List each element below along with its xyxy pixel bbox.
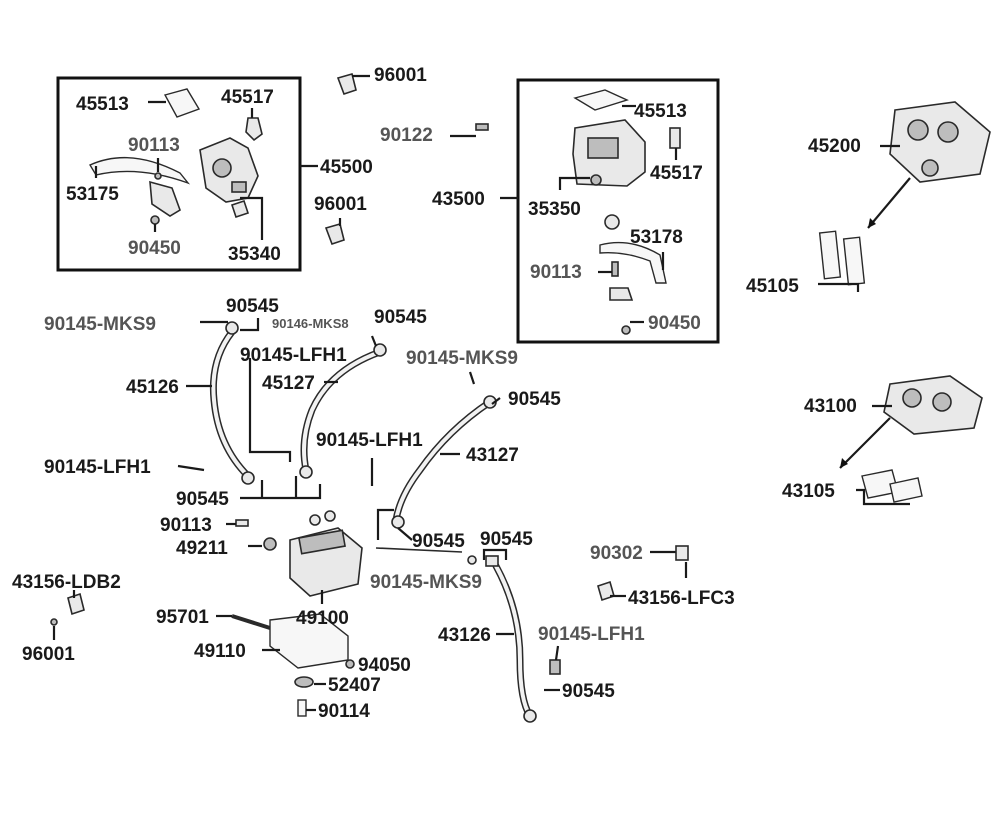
clamp-part bbox=[245, 117, 263, 142]
label-90545-f: 90545 bbox=[480, 529, 533, 550]
bolt-96001-top bbox=[336, 73, 370, 96]
reservoir-cap-part bbox=[573, 89, 629, 111]
label-90145-lfh1-c: 90145-LFH1 bbox=[44, 457, 151, 478]
bolt-90113-abs bbox=[226, 519, 249, 527]
nut-94050 bbox=[345, 659, 355, 669]
front-master-cylinder-assembly bbox=[56, 76, 318, 272]
part-number-labels: 45513 45517 90113 53175 90450 35340 4550… bbox=[12, 65, 861, 722]
brake-hoses bbox=[209, 321, 561, 723]
label-45127: 45127 bbox=[262, 373, 315, 394]
bolt-90122 bbox=[450, 123, 489, 138]
label-95701: 95701 bbox=[156, 607, 209, 628]
label-90114: 90114 bbox=[318, 701, 370, 722]
label-96001-middle: 96001 bbox=[314, 194, 367, 215]
label-43100: 43100 bbox=[804, 396, 857, 417]
label-90450-right: 90450 bbox=[648, 313, 701, 334]
lever-pivot bbox=[149, 180, 181, 217]
pivot-bolt bbox=[611, 261, 619, 277]
label-35340: 35340 bbox=[228, 244, 281, 265]
label-90145-mks9-b: 90145-MKS9 bbox=[406, 348, 518, 369]
label-96001-left: 96001 bbox=[22, 644, 75, 665]
hose-leaders bbox=[50, 318, 689, 692]
clamp-43156-lfc3 bbox=[597, 580, 615, 602]
bolt-96001-left bbox=[50, 618, 58, 626]
brake-switch bbox=[230, 199, 250, 219]
label-90545-b: 90545 bbox=[374, 307, 427, 328]
assembly-box-45500 bbox=[56, 76, 302, 272]
label-45513-left: 45513 bbox=[76, 94, 129, 115]
cylinder-fitting bbox=[231, 181, 247, 193]
clamp-part bbox=[669, 127, 681, 149]
clamp-43156-ldb2 bbox=[67, 592, 85, 616]
label-45105: 45105 bbox=[746, 276, 799, 297]
pivot-nut bbox=[150, 215, 160, 225]
grommet-52407 bbox=[294, 676, 326, 688]
label-90146-mks8: 90146-MKS8 bbox=[272, 316, 349, 331]
label-96001-top: 96001 bbox=[374, 65, 427, 86]
hose-45127 bbox=[300, 348, 384, 474]
label-49211: 49211 bbox=[176, 538, 228, 559]
bolt-96001-middle bbox=[324, 218, 345, 246]
label-90145-mks9-a: 90145-MKS9 bbox=[44, 314, 156, 335]
lever-mount bbox=[609, 287, 634, 301]
cylinder-port bbox=[212, 158, 232, 178]
label-43156-ldb2: 43156-LDB2 bbox=[12, 572, 121, 593]
label-45126: 45126 bbox=[126, 377, 179, 398]
label-52407: 52407 bbox=[328, 675, 381, 696]
label-45517-right: 45517 bbox=[650, 163, 703, 184]
label-43105: 43105 bbox=[782, 481, 835, 502]
label-45517-left: 45517 bbox=[221, 87, 274, 108]
collar-90114 bbox=[297, 699, 316, 717]
label-90145-mks9-c: 90145-MKS9 bbox=[370, 572, 482, 593]
label-49110: 49110 bbox=[194, 641, 246, 662]
label-43127: 43127 bbox=[466, 445, 519, 466]
front-brake-pads-45105 bbox=[818, 230, 866, 292]
brake-lever bbox=[88, 156, 191, 185]
label-43500: 43500 bbox=[432, 189, 485, 210]
rear-brake-pads-43105 bbox=[856, 469, 923, 506]
caliper-body bbox=[889, 101, 991, 183]
label-90545-a: 90545 bbox=[226, 296, 279, 317]
label-53175: 53175 bbox=[66, 184, 119, 205]
washer-49211 bbox=[248, 537, 277, 551]
hose-43126 bbox=[492, 562, 534, 720]
bolt-95701 bbox=[216, 614, 271, 630]
label-90145-lfh1-b: 90145-LFH1 bbox=[316, 430, 423, 451]
label-35350: 35350 bbox=[528, 199, 581, 220]
label-43126: 43126 bbox=[438, 625, 491, 646]
label-90145-lfh1-d: 90145-LFH1 bbox=[538, 624, 645, 645]
reservoir-window bbox=[587, 137, 619, 159]
label-90113-abs: 90113 bbox=[160, 515, 212, 536]
label-53178: 53178 bbox=[630, 227, 683, 248]
label-90302: 90302 bbox=[590, 543, 643, 564]
label-90545-e: 90545 bbox=[412, 531, 465, 552]
abs-modulator-49100 bbox=[289, 510, 363, 604]
rear-master-cylinder-assembly bbox=[500, 78, 720, 344]
label-49100: 49100 bbox=[296, 608, 349, 629]
assembly-box-43500 bbox=[516, 78, 720, 344]
label-90545-g: 90545 bbox=[562, 681, 615, 702]
switch-part bbox=[590, 174, 602, 186]
reservoir-cap-part bbox=[163, 88, 201, 118]
label-90545-c: 90545 bbox=[508, 389, 561, 410]
pivot-bolt bbox=[154, 172, 162, 180]
label-94050: 94050 bbox=[358, 655, 411, 676]
front-brake-caliper-45200 bbox=[867, 101, 991, 229]
lever-pivot bbox=[604, 214, 620, 230]
label-90545-d: 90545 bbox=[176, 489, 229, 510]
pivot-nut bbox=[621, 325, 631, 335]
label-43156-lfc3: 43156-LFC3 bbox=[628, 588, 735, 609]
label-45200: 45200 bbox=[808, 136, 861, 157]
brake-lever bbox=[599, 241, 667, 284]
label-45500: 45500 bbox=[320, 157, 373, 178]
label-90113-right: 90113 bbox=[530, 262, 582, 283]
label-90145-lfh1-a: 90145-LFH1 bbox=[240, 345, 347, 366]
label-90450-left: 90450 bbox=[128, 238, 181, 259]
rear-brake-caliper-43100 bbox=[839, 375, 983, 469]
label-90113-left: 90113 bbox=[128, 135, 180, 156]
label-45513-right: 45513 bbox=[634, 101, 687, 122]
label-90122: 90122 bbox=[380, 125, 433, 146]
